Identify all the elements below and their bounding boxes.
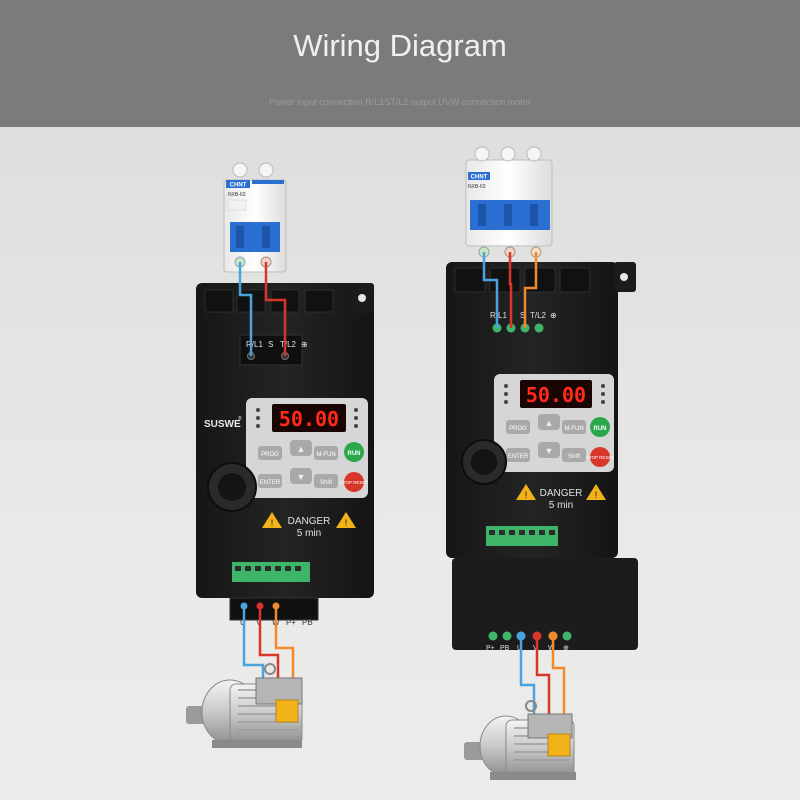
left-display (272, 404, 346, 432)
left-down-key (290, 468, 312, 484)
right-out-ground: ⊕ (563, 645, 569, 652)
right-mfun-key (562, 420, 586, 434)
right-breaker-model: NXB-63 (468, 184, 486, 190)
left-stop-label: STOP RESET (340, 480, 369, 485)
right-out-u: U (517, 645, 522, 652)
left-prog-key (258, 446, 282, 460)
left-mfun-label: M-FUN (316, 452, 335, 458)
right-lower-housing: P+ PB U V W ⊕ (452, 558, 638, 652)
right-display (520, 380, 592, 408)
right-terminal-ground: ⊕ (550, 311, 557, 320)
right-down-key (538, 442, 560, 458)
right-shift-key (562, 448, 586, 462)
left-danger-label: ! ! DANGER 5 min (262, 512, 356, 539)
left-enter-label: ENTER (260, 480, 281, 486)
right-up-arrow-icon: ▲ (545, 418, 554, 428)
right-enter-key (506, 448, 530, 462)
left-terminal-ground: ⊕ (301, 340, 308, 349)
right-control-terminal (486, 526, 558, 546)
right-prog-label: PROG (509, 426, 527, 432)
right-warning-icon-2: ! (595, 490, 598, 500)
left-display-value: 50.00 (279, 407, 339, 431)
right-breaker: CHNT NXB-63 (465, 146, 553, 258)
right-prog-key (506, 420, 530, 434)
left-brand-mark: ® (238, 415, 242, 422)
left-terminal-rl1: R/L1 (246, 340, 263, 349)
right-breaker-brand: CHNT (471, 175, 488, 181)
left-danger-time: 5 min (297, 528, 321, 539)
left-shift-label: Shift (320, 480, 332, 486)
right-stop-label: STOP RESET (586, 455, 615, 460)
right-warning-icon: ! (525, 490, 528, 500)
left-control-terminal (232, 562, 310, 582)
right-run-key (590, 417, 610, 437)
right-shift-label: Shift (568, 454, 580, 460)
left-shift-key (314, 474, 338, 488)
left-run-label: RUN (348, 451, 361, 457)
right-mfun-label: M-FUN (564, 426, 583, 432)
left-up-key (290, 440, 312, 456)
left-warning-icon-2: ! (345, 518, 348, 528)
right-out-w: W (548, 645, 555, 652)
right-danger-time: 5 min (549, 500, 573, 511)
left-terminal-tl2: T/L2 (280, 340, 297, 349)
right-terminal-s: S (520, 311, 525, 320)
left-motor (186, 663, 303, 748)
backdrop (0, 127, 800, 800)
left-mfun-key (314, 446, 338, 460)
left-enter-key (258, 474, 282, 488)
left-brand: SUSWE (204, 419, 241, 430)
right-out-pb: PB (500, 645, 510, 652)
left-run-key (344, 442, 364, 462)
left-breaker-model: NXB-63 (228, 192, 246, 198)
right-up-key (538, 414, 560, 430)
right-down-arrow-icon: ▼ (545, 446, 554, 456)
header-bar: Wiring Diagram Power input connection R/… (0, 0, 800, 127)
right-terminal-rl1: R/L1 (490, 311, 507, 320)
page-subtitle: Power input connection R/L1ST/L2 output … (269, 97, 531, 107)
left-breaker-brand: CHNT (230, 183, 247, 189)
page-title: Wiring Diagram (293, 28, 507, 63)
left-danger-word: DANGER (288, 516, 331, 527)
right-motor (464, 700, 576, 780)
right-out-p: P+ (486, 645, 495, 652)
right-danger-word: DANGER (540, 488, 583, 499)
left-warning-icon: ! (271, 518, 274, 528)
right-stop-key (590, 447, 610, 467)
left-down-arrow-icon: ▼ (297, 472, 306, 482)
left-prog-label: PROG (261, 452, 279, 458)
right-out-v: V (533, 645, 538, 652)
left-stop-key (344, 472, 364, 492)
right-terminal-tl2: T/L2 (530, 311, 547, 320)
left-up-arrow-icon: ▲ (297, 444, 306, 454)
left-terminal-s: S (268, 340, 273, 349)
right-display-value: 50.00 (526, 383, 586, 407)
left-breaker: CHNT NXB-63 (223, 162, 287, 273)
left-out-p: P+ (286, 618, 296, 627)
right-enter-label: ENTER (508, 454, 529, 460)
right-run-label: RUN (594, 426, 607, 432)
left-out-pb: PB (302, 618, 313, 627)
chnt-logo-icon (226, 180, 250, 188)
right-chnt-logo-icon (468, 172, 490, 180)
right-inverter: R/L1 S T/L2 ⊕ 50.00 PROG M-FUN RUN ▲ (446, 262, 636, 558)
right-danger-label: ! ! DANGER 5 min (516, 484, 606, 511)
